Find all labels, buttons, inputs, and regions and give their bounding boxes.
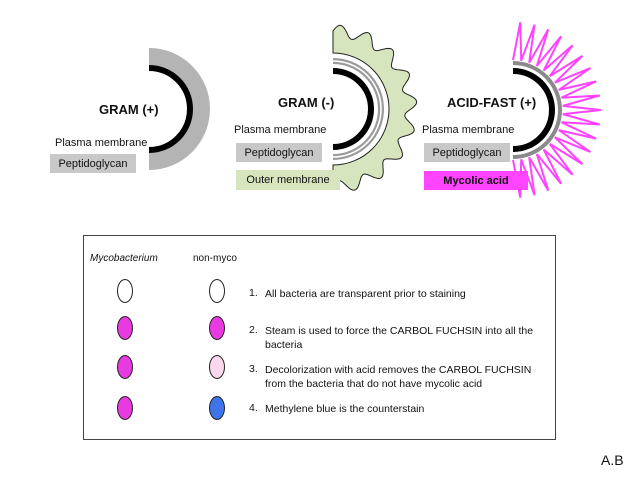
gram-negative-outer-membrane-label: Outer membrane [236,170,340,190]
mycobacterium-cell-step2 [117,316,133,340]
gram-positive-title: GRAM (+) [99,102,159,117]
mycobacterium-cell-step4 [117,396,133,420]
step-number-2: 2. [249,324,258,336]
gram-negative-title: GRAM (-) [278,95,335,110]
plasma-membrane-arc [512,68,555,152]
step-text-4: Methylene blue is the counterstain [265,403,425,415]
acid-fast-peptidoglycan-label: Peptidoglycan [424,143,510,162]
step-text-1: All bacteria are transparent prior to st… [265,288,466,300]
plasma-membrane-arc [148,65,193,153]
gram-negative-peptidoglycan-label: Peptidoglycan [236,143,322,162]
peptidoglycan-inner-line [332,60,382,158]
acid-fast-wall [512,22,602,198]
gram-positive-plasma-label: Plasma membrane [55,137,148,149]
non-myco-cell-step2 [209,316,225,340]
non-myco-cell-step3 [209,355,225,379]
staining-legend: Mycobacterium non-myco 1. All bacteria a… [83,235,556,440]
peptidoglycan-arc [512,61,562,159]
acid-fast-mycolic-acid-label: Mycolic acid [424,171,528,190]
mycobacterium-column-header: Mycobacterium [90,253,158,264]
step-number-3: 3. [249,363,258,375]
plasma-membrane-arc [332,68,374,150]
acid-fast-plasma-label: Plasma membrane [422,124,515,136]
step-number-4: 4. [249,402,258,414]
gram-positive-peptidoglycan-label: Peptidoglycan [50,154,136,173]
mycolic-acid-zigzag [512,22,602,198]
gram-positive-wall [148,48,210,170]
non-myco-cell-step4 [209,396,225,420]
mycobacterium-cell-step3 [117,355,133,379]
step-text-2: Steam is used to force the CARBOL FUCHSI… [265,325,534,351]
non-myco-cell-step1 [209,279,225,303]
gram-negative-plasma-label: Plasma membrane [234,124,327,136]
outer-membrane-layer [332,24,418,191]
acid-fast-title: ACID-FAST (+) [447,95,537,110]
peptidoglycan-layer [149,48,210,170]
non-myco-column-header: non-myco [193,253,237,264]
step-number-1: 1. [249,287,258,299]
step-text-3: Decolorization with acid removes the CAR… [265,364,532,390]
author-initials: A.B [601,452,624,468]
mycobacterium-cell-step1 [117,279,133,303]
gram-negative-wall [332,24,418,191]
